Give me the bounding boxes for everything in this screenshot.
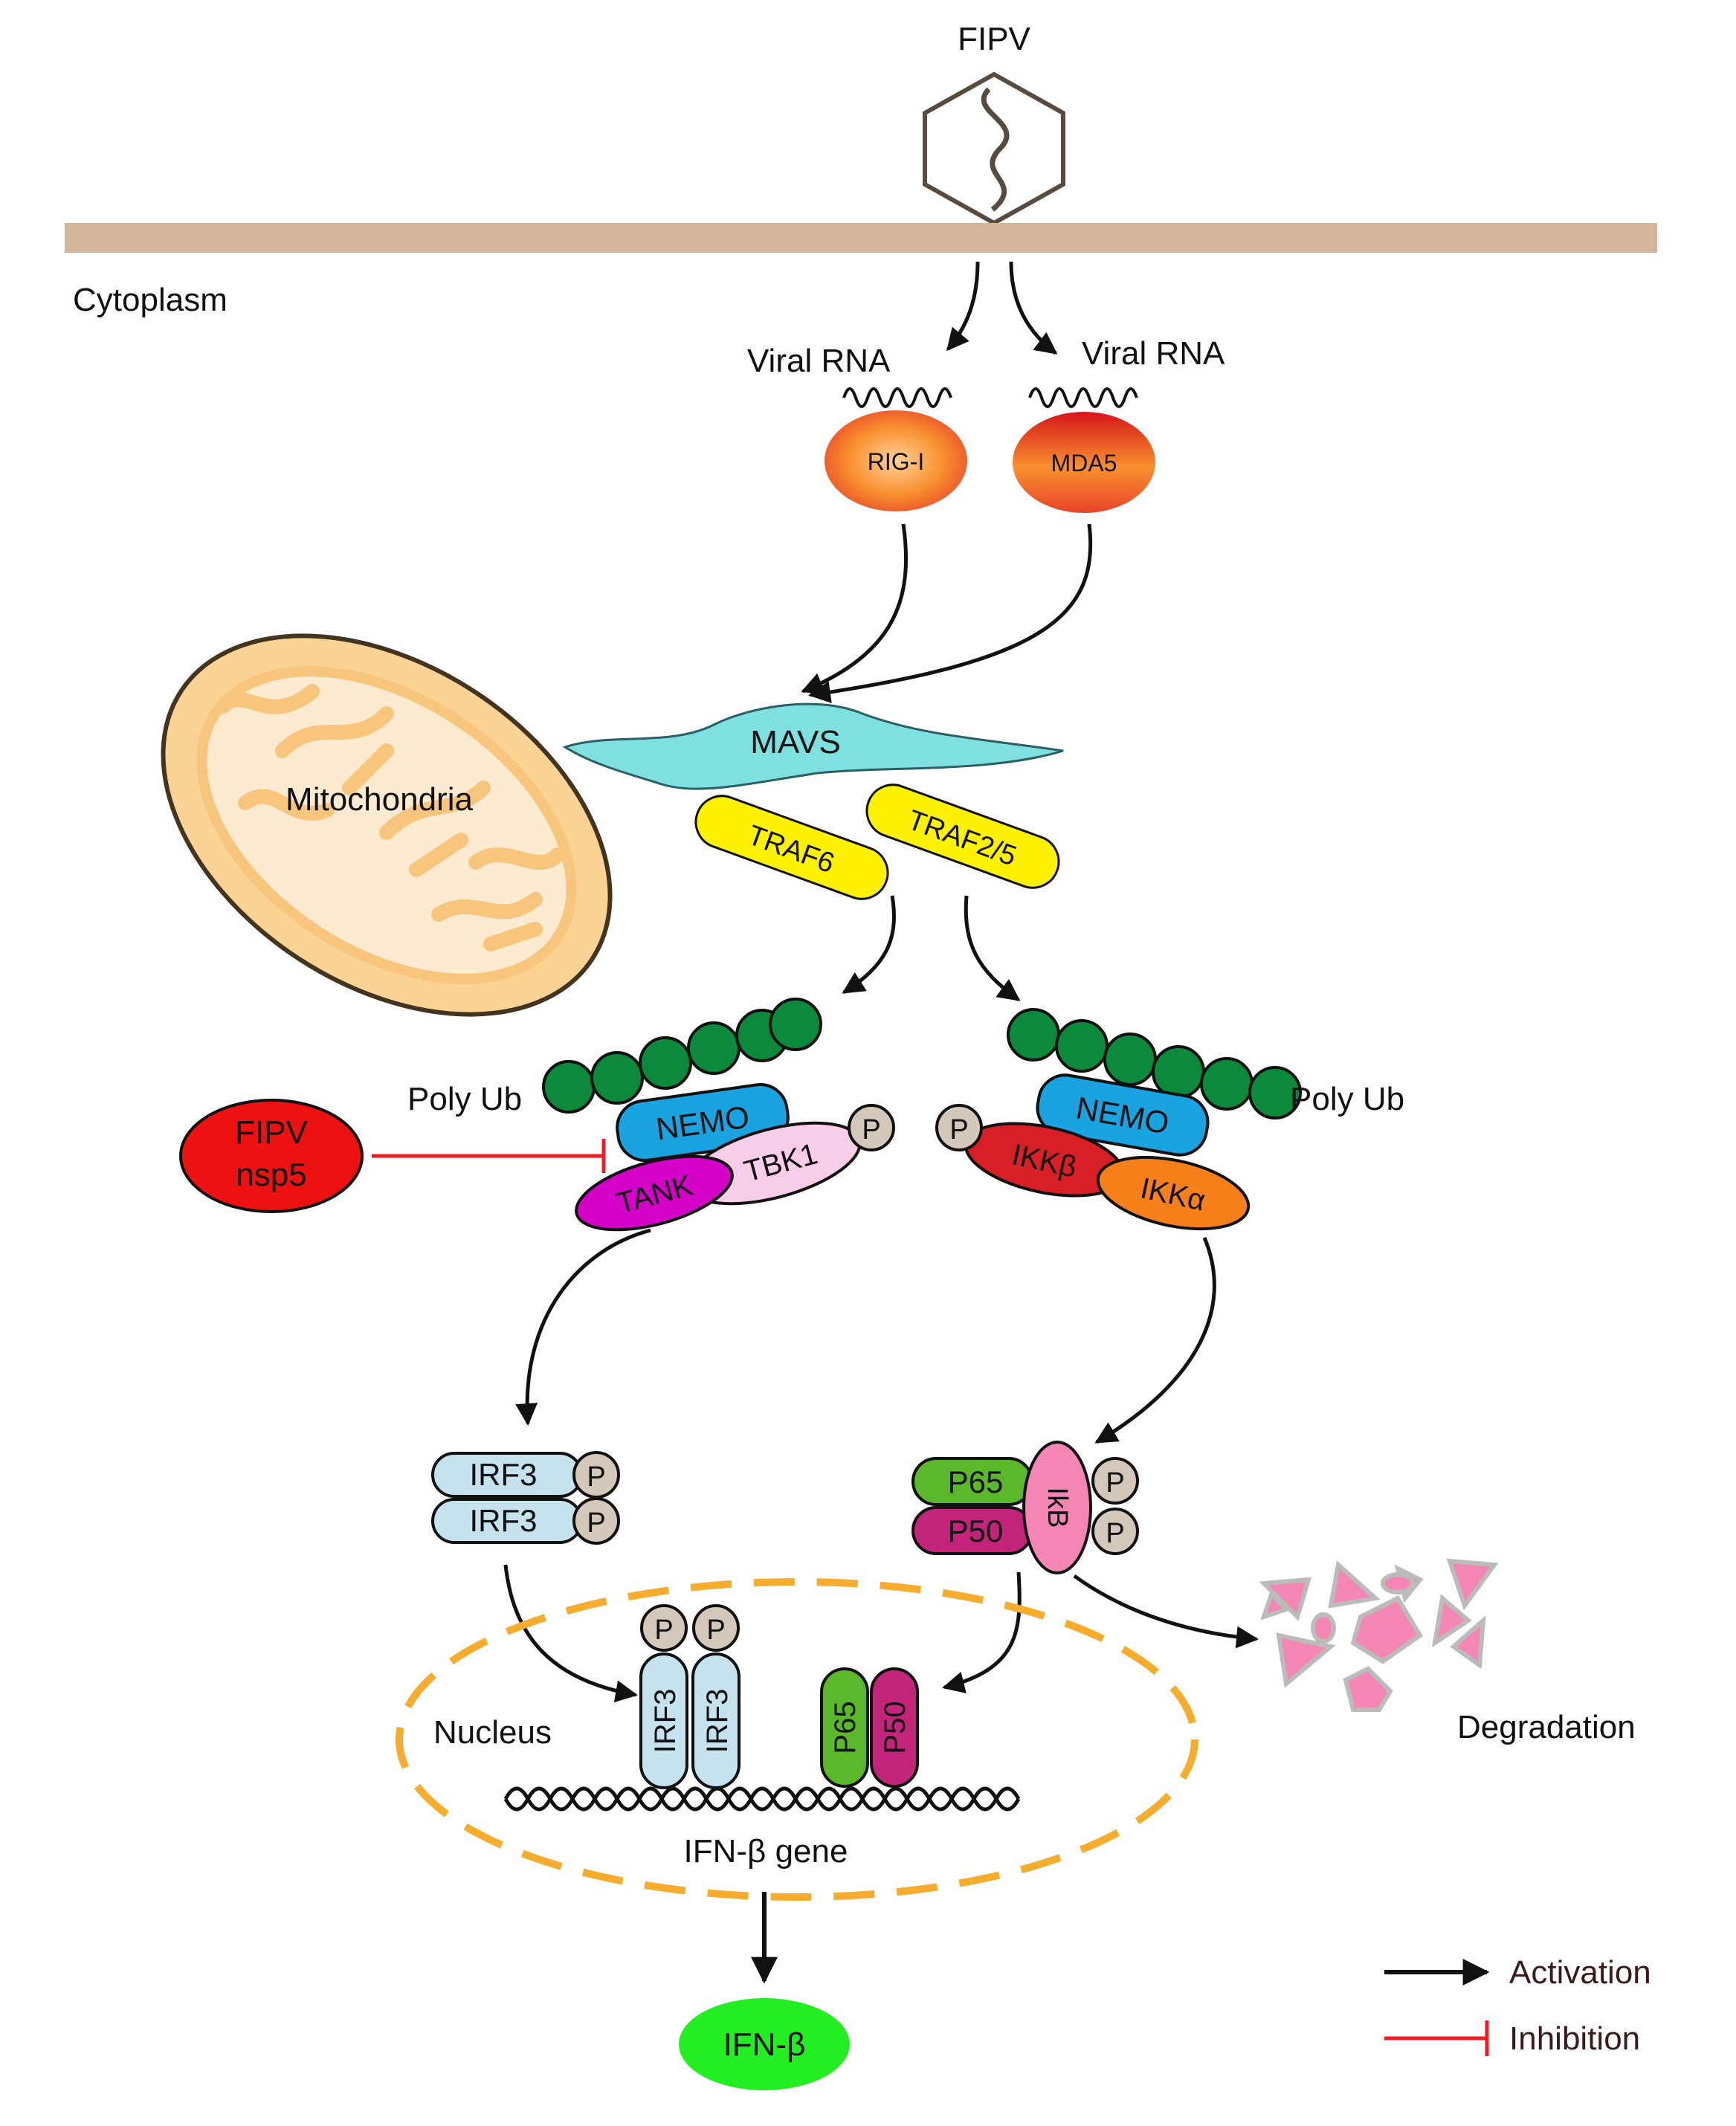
tbk1-phospho-label: P — [862, 1114, 880, 1146]
ikb-protein — [1022, 1441, 1092, 1574]
nfkb-to-nucleus-arrow — [942, 1571, 1022, 1693]
nucleus-label: Nucleus — [433, 1714, 552, 1751]
virus-particle-icon — [923, 71, 1065, 226]
poly-ub-right-label: Poly Ub — [1290, 1081, 1404, 1117]
ifn-beta-gene-label: IFN-β gene — [684, 1833, 848, 1870]
entry-arrow-right — [1009, 261, 1058, 355]
viral-rna-left-squiggle — [842, 387, 952, 408]
legend-activation-label: Activation — [1509, 1954, 1651, 1991]
traf25-protein: TRAF2/5 — [865, 783, 1060, 889]
ikka-protein: IKKα — [1096, 1155, 1251, 1231]
mitochondria-label: Mitochondria — [285, 781, 473, 818]
ifn-beta-product: IFN-β — [679, 1998, 850, 2090]
ikkb-phospho-badge: P — [935, 1104, 983, 1151]
ikk-to-ikb-arrow — [1094, 1237, 1216, 1444]
degradation-label: Degradation — [1457, 1709, 1636, 1745]
ifn-beta-label: IFN-β — [723, 2026, 806, 2063]
irf3-dimer-nucleus: IRF3 IRF3 P P — [639, 1604, 740, 1789]
mitochondria-organelle: Mitochondria — [161, 633, 613, 1017]
irf3-bottom-label: IRF3 — [469, 1503, 537, 1538]
viral-rna-left-label: Viral RNA — [747, 343, 891, 379]
mavs-label: MAVS — [750, 724, 840, 760]
p50-nuc-label: P50 — [879, 1701, 911, 1754]
rig-i-label: RIG-I — [868, 448, 924, 475]
legend: Activation Inhibition — [1384, 1954, 1651, 2057]
poly-ub-chain-right — [1007, 1008, 1302, 1119]
mda5-receptor — [1013, 412, 1155, 513]
cell-membrane — [65, 223, 1657, 253]
ikb-to-degradation-arrow — [1073, 1574, 1259, 1649]
tbk1-phospho-badge: P — [848, 1104, 895, 1151]
rig-i-receptor — [825, 410, 967, 511]
p65-cyto-label: P65 — [948, 1464, 1004, 1499]
nucleus-envelope — [396, 1578, 1198, 1901]
mda5-to-mavs-arrow — [808, 523, 1093, 703]
rig-i-to-mavs-arrow — [801, 523, 909, 694]
tbk1-to-irf3-arrow — [515, 1228, 651, 1426]
mavs-protein — [562, 702, 1064, 790]
irf3-dimer-cytoplasm: IRF3 IRF3 P P — [431, 1451, 620, 1545]
tank-protein: TANK — [575, 1154, 734, 1232]
nfkb-ikb-complex: P65 P50 IkB P P — [911, 1441, 1139, 1574]
legend-inhibition-label: Inhibition — [1509, 2020, 1640, 2057]
viral-rna-right-squiggle — [1028, 387, 1138, 408]
nfkb-dimer-nucleus: P65 P50 — [820, 1667, 919, 1788]
irf3-top-phospho-label: P — [587, 1461, 605, 1493]
cytoplasm-label: Cytoplasm — [73, 282, 228, 318]
ikb-phospho-bottom-label: P — [1106, 1518, 1124, 1549]
irf3-bottom-phospho-label: P — [587, 1508, 605, 1539]
poly-ub-left-label: Poly Ub — [407, 1081, 522, 1117]
viral-rna-right-label: Viral RNA — [1082, 335, 1225, 372]
degradation-fragments — [1259, 1558, 1499, 1712]
irf3-nuc-right-label: IRF3 — [701, 1689, 734, 1754]
irf3-nuc-right-phospho: P — [706, 1615, 725, 1646]
traf6-protein: TRAF6 — [694, 795, 889, 900]
ikkb-phospho-label: P — [949, 1114, 968, 1146]
fipv-nsp5-line2: nsp5 — [236, 1157, 306, 1193]
nsp5-inhibition-line — [372, 1139, 606, 1173]
virus-label: FIPV — [958, 21, 1030, 57]
ikb-label: IkB — [1042, 1487, 1073, 1528]
traf6-to-nemo-arrow — [842, 895, 896, 995]
irf3-nuc-left-label: IRF3 — [649, 1689, 682, 1754]
dna-helix — [503, 1786, 1021, 1812]
poly-ub-chain-left — [542, 998, 822, 1114]
traf25-to-nemo-arrow — [964, 895, 1021, 1002]
entry-arrow-left — [946, 261, 980, 352]
p50-cyto-label: P50 — [948, 1513, 1004, 1548]
irf3-nuc-left-phospho: P — [654, 1615, 673, 1646]
irf3-to-nucleus-arrow — [503, 1564, 638, 1703]
p65-nuc-label: P65 — [829, 1701, 862, 1754]
ikb-phospho-top-label: P — [1106, 1467, 1124, 1499]
fipv-nsp5-line1: FIPV — [235, 1114, 308, 1151]
fipv-nsp5-inhibitor: FIPV nsp5 — [179, 1099, 364, 1213]
mda5-label: MDA5 — [1051, 450, 1117, 476]
irf3-top-label: IRF3 — [469, 1457, 537, 1492]
